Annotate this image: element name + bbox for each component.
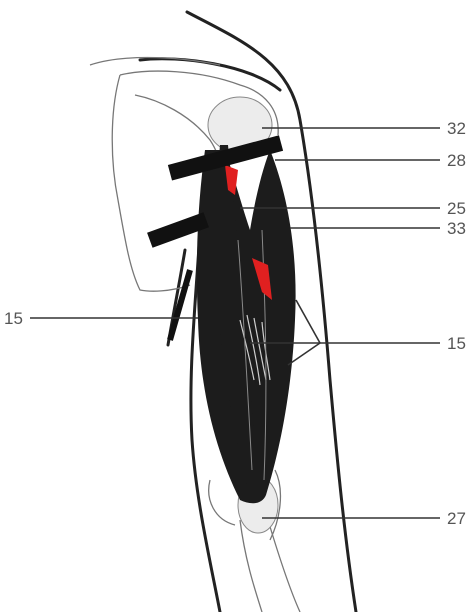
label-32: 32 [447, 119, 466, 138]
label-27: 27 [447, 509, 466, 528]
label-33: 33 [447, 219, 466, 238]
triceps-muscle [197, 145, 296, 503]
label-15-right: 15 [447, 334, 466, 353]
label-25: 25 [447, 199, 466, 218]
label-15-left: 15 [4, 309, 23, 328]
label-28: 28 [447, 151, 466, 170]
leader-15-right-a [296, 300, 320, 343]
